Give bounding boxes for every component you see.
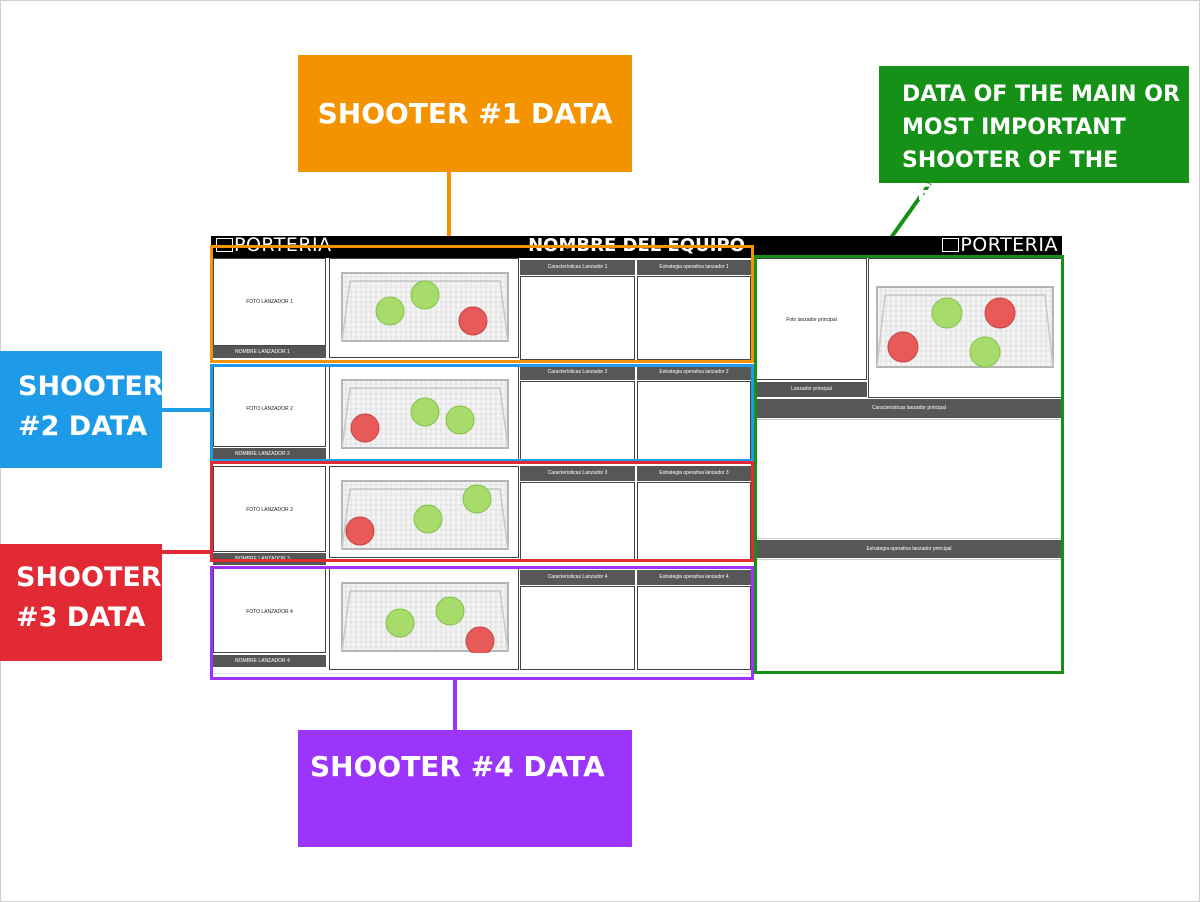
red-ball-marker[interactable] (350, 413, 380, 443)
strategy-header: Estrategia operativa lanzador 3 (637, 466, 751, 481)
strategy-header: Estrategia operativa lanzador 4 (637, 570, 751, 585)
photo-slot[interactable]: FOTO LANZADOR 3 (213, 466, 326, 552)
outline-shooter1 (210, 245, 754, 363)
features-cell[interactable] (520, 381, 635, 460)
goal-net (341, 272, 509, 342)
photo-label: FOTO LANZADOR 2 (246, 406, 293, 412)
red-ball-marker[interactable] (984, 297, 1016, 329)
features-cell[interactable] (520, 586, 635, 670)
features-header: Características Lanzador 4 (520, 570, 635, 585)
shooter-row-2: FOTO LANZADOR 2 NOMBRE LANZADOR 2 Caract… (211, 365, 752, 460)
shooter-name[interactable]: NOMBRE LANZADOR 2 (213, 448, 326, 460)
features-header: Características Lanzador 1 (520, 260, 635, 275)
main-shooter-block: Foto lanzador principal Lanzador princip… (756, 258, 1062, 674)
green-ball-marker[interactable] (931, 297, 963, 329)
photo-label: FOTO LANZADOR 4 (246, 609, 293, 615)
green-ball-marker[interactable] (445, 405, 475, 435)
photo-label: FOTO LANZADOR 1 (246, 299, 293, 305)
callout-shooter1: SHOOTER #1 DATA (298, 55, 632, 172)
goal-net (341, 582, 509, 653)
green-ball-marker[interactable] (462, 484, 492, 514)
green-ball-marker[interactable] (410, 280, 440, 310)
photo-slot[interactable]: FOTO LANZADOR 4 (213, 568, 326, 653)
goal-panel (329, 568, 519, 670)
sheet-bottom-gridline (211, 673, 1062, 674)
photo-slot[interactable]: FOTO LANZADOR 1 (213, 258, 326, 346)
callout-shooter1-text: SHOOTER #1 DATA (317, 97, 613, 130)
red-ball-marker[interactable] (465, 626, 495, 653)
strategy-cell[interactable] (637, 586, 751, 670)
shooter-row-4: FOTO LANZADOR 4 NOMBRE LANZADOR 4 Caract… (211, 568, 752, 673)
callout-main: DATA OF THE MAIN OR MOST IMPORTANT SHOOT… (879, 66, 1189, 206)
photo-label: FOTO LANZADOR 3 (246, 507, 293, 513)
callout-shooter2: SHOOTER #2 DATA (0, 351, 164, 468)
main-strategy-header: Estrategia operativa lanzador principal (756, 540, 1062, 558)
shooter-name[interactable]: NOMBRE LANZADOR 4 (213, 655, 326, 667)
shooter-row-1: FOTO LANZADOR 1 NOMBRE LANZADOR 1 Caract… (211, 258, 752, 362)
red-ball-marker[interactable] (458, 306, 488, 336)
goal-panel (329, 466, 519, 558)
green-ball-marker[interactable] (385, 608, 415, 638)
red-ball-marker[interactable] (887, 331, 919, 363)
net-mesh (343, 274, 507, 340)
main-features-header: Características lanzador principal (756, 399, 1062, 418)
goal-net (341, 480, 509, 550)
strategy-header: Estrategia operativa lanzador 2 (637, 365, 751, 380)
strategy-cell[interactable] (637, 276, 751, 360)
main-goal-panel (868, 258, 1062, 398)
outline-shooter3 (210, 461, 754, 562)
callout-line: SHOOTER (18, 371, 164, 402)
green-ball-marker[interactable] (435, 596, 465, 626)
features-cell[interactable] (520, 276, 635, 360)
outline-shooter4 (210, 566, 754, 680)
callout-line: #3 DATA (16, 602, 146, 633)
features-cell[interactable] (520, 482, 635, 560)
goal-net (341, 379, 509, 449)
callout-line: MOST IMPORTANT (902, 115, 1126, 140)
shooter-name[interactable]: NOMBRE LANZADOR 1 (213, 346, 326, 358)
main-features-cell[interactable] (756, 419, 1062, 539)
callout-shooter4: SHOOTER #4 DATA (298, 730, 632, 847)
green-ball-marker[interactable] (410, 397, 440, 427)
outline-shooter2 (210, 364, 754, 462)
callout-shooter3: SHOOTER #3 DATA (0, 544, 162, 661)
goal-panel (329, 258, 519, 358)
green-ball-marker[interactable] (413, 504, 443, 534)
callout-line: #2 DATA (18, 411, 148, 442)
goal-panel (329, 365, 519, 460)
main-shooter-name[interactable]: Lanzador principal (756, 382, 867, 397)
goal-net (876, 286, 1054, 368)
logo-right: PORTERIA (942, 234, 1058, 256)
green-ball-marker[interactable] (375, 296, 405, 326)
main-photo-label: Foto lanzador principal (786, 317, 837, 323)
shooter-row-3: FOTO LANZADOR 3 NOMBRE LANZADOR 3 Caract… (211, 466, 752, 565)
green-ball-marker[interactable] (969, 336, 1001, 368)
callout-line: SHOOTER (16, 562, 162, 593)
main-strategy-cell[interactable] (756, 559, 1062, 673)
strategy-header: Estrategia operativa lanzador 1 (637, 260, 751, 275)
callout-line: DATA OF THE MAIN OR (902, 82, 1180, 107)
callout-shooter4-text: SHOOTER #4 DATA (310, 750, 605, 783)
red-ball-marker[interactable] (345, 516, 375, 546)
features-header: Características Lanzador 3 (520, 466, 635, 481)
features-header: Características Lanzador 2 (520, 365, 635, 380)
main-photo-slot[interactable]: Foto lanzador principal (756, 258, 867, 380)
outline-main (754, 255, 1064, 674)
callout-line: SHOOTER OF THE TEAM (902, 148, 1119, 206)
